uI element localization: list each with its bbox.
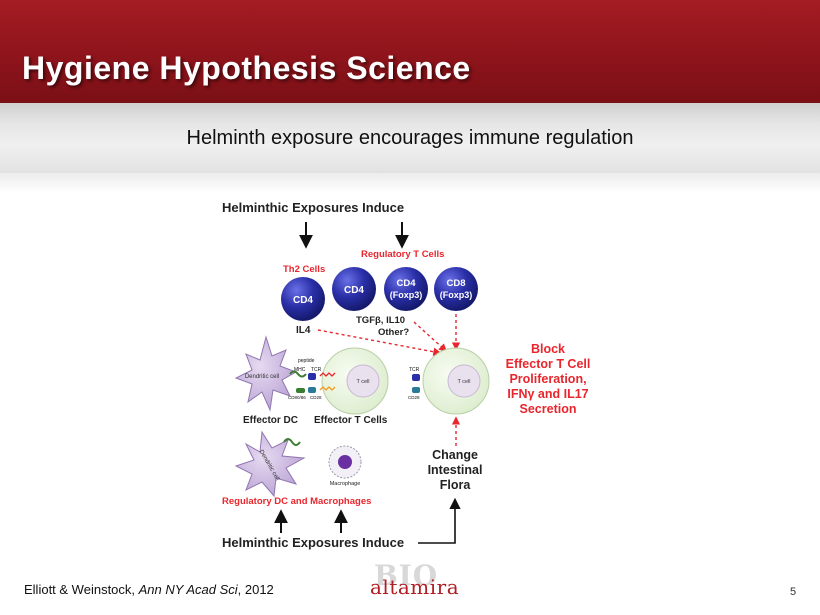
- flora-line-3: Flora: [440, 478, 472, 492]
- flora-line-2: Intestinal: [428, 463, 483, 477]
- treg-cd8-foxp3-cell: [434, 267, 478, 311]
- il4-label: IL4: [296, 325, 311, 336]
- t-cell-label-1: T cell: [356, 379, 369, 385]
- slide-title: Hygiene Hypothesis Science: [22, 50, 471, 86]
- effector-t-cell-nucleus: [346, 364, 380, 398]
- macrophage-nucleus: [338, 455, 352, 469]
- treg-cd4-label: CD4: [344, 285, 364, 296]
- cd80-86-label: CD80/86: [288, 395, 306, 400]
- arrow-il4-to-tcell: [317, 329, 442, 356]
- effector-dendritic-cell: [234, 335, 298, 412]
- treg-cd4-foxp3-line2: (Foxp3): [390, 290, 423, 300]
- th2-cd4-label: CD4: [293, 295, 313, 306]
- citation: Elliott & Weinstock, Ann NY Acad Sci, 20…: [24, 582, 274, 597]
- signal-arrow-orange: [319, 386, 336, 391]
- tgfb-label-line2: Other?: [378, 327, 409, 338]
- regulatory-dendritic-cell: [234, 430, 306, 498]
- subtitle-shadow: [0, 173, 820, 193]
- treg-cd8-foxp3-line2: (Foxp3): [440, 290, 473, 300]
- reg-dc-macrophages-label: Regulatory DC and Macrophages: [222, 496, 371, 507]
- th2-label: Th2 Cells: [283, 264, 325, 275]
- tcr-label-1: TCR: [311, 367, 322, 373]
- arrow-tgfb-to-tcell: [413, 321, 448, 353]
- subtitle-bar: Helminth exposure encourages immune regu…: [0, 103, 820, 174]
- cd80-molecule: [296, 388, 305, 393]
- citation-journal: Ann NY Acad Sci: [138, 582, 238, 597]
- cd28-molecule: [308, 387, 316, 393]
- tcr-molecule-2: [412, 374, 420, 381]
- cd28-molecule-2: [412, 387, 420, 393]
- effector-t-cells-label: Effector T Cells: [314, 415, 388, 426]
- block-line-5: Secretion: [520, 402, 577, 416]
- mhc-molecule: [289, 370, 307, 378]
- bio-altamira-logo: BIO altamira: [366, 559, 460, 603]
- effector-dc-label: Effector DC: [243, 415, 298, 426]
- top-heading: Helminthic Exposures Induce: [222, 200, 404, 215]
- tcr-molecule: [308, 373, 316, 380]
- treg-cd4-foxp3-cell: [384, 267, 428, 311]
- block-line-4: IFNγ and IL17: [507, 387, 588, 401]
- tgfb-label-line1: TGFβ, IL10: [356, 315, 405, 326]
- tcr-label-2: TCR: [409, 367, 420, 373]
- mhc-label: MHC: [294, 367, 306, 373]
- peptide-label: peptide: [298, 358, 315, 364]
- citation-authors: Elliott & Weinstock,: [24, 582, 139, 597]
- bottom-heading: Helminthic Exposures Induce: [222, 535, 404, 550]
- cd28-label-1: CD28: [310, 395, 322, 400]
- flora-line-1: Change: [432, 448, 478, 462]
- macrophage-label: Macrophage: [330, 481, 361, 487]
- cd28-label-2: CD28: [408, 395, 420, 400]
- logo-name: altamira: [370, 575, 460, 599]
- arrow-heading-to-flora: [418, 497, 461, 544]
- slide-subtitle: Helminth exposure encourages immune regu…: [186, 127, 634, 149]
- slide-header: Hygiene Hypothesis Science: [0, 0, 820, 103]
- block-line-2: Effector T Cell: [506, 357, 591, 371]
- target-t-cell-nucleus: [447, 364, 481, 398]
- dendritic-cell-label: Dendritic cell: [245, 374, 279, 380]
- treg-label: Regulatory T Cells: [361, 249, 444, 260]
- treg-cd8-foxp3-line1: CD8: [446, 278, 465, 289]
- treg-cd4-cell: [332, 267, 376, 311]
- logo-watermark: BIO: [374, 559, 439, 592]
- th2-cd4-cell: [281, 277, 325, 321]
- block-line-1: Block: [531, 342, 565, 356]
- reg-dc-receptor: [283, 438, 301, 446]
- block-line-3: Proliferation,: [509, 372, 586, 386]
- signal-arrow-red: [319, 372, 336, 377]
- treg-cd4-foxp3-line1: CD4: [396, 278, 416, 289]
- citation-year: , 2012: [237, 582, 274, 597]
- t-cell-label-2: T cell: [457, 379, 470, 385]
- page-number: 5: [790, 586, 797, 598]
